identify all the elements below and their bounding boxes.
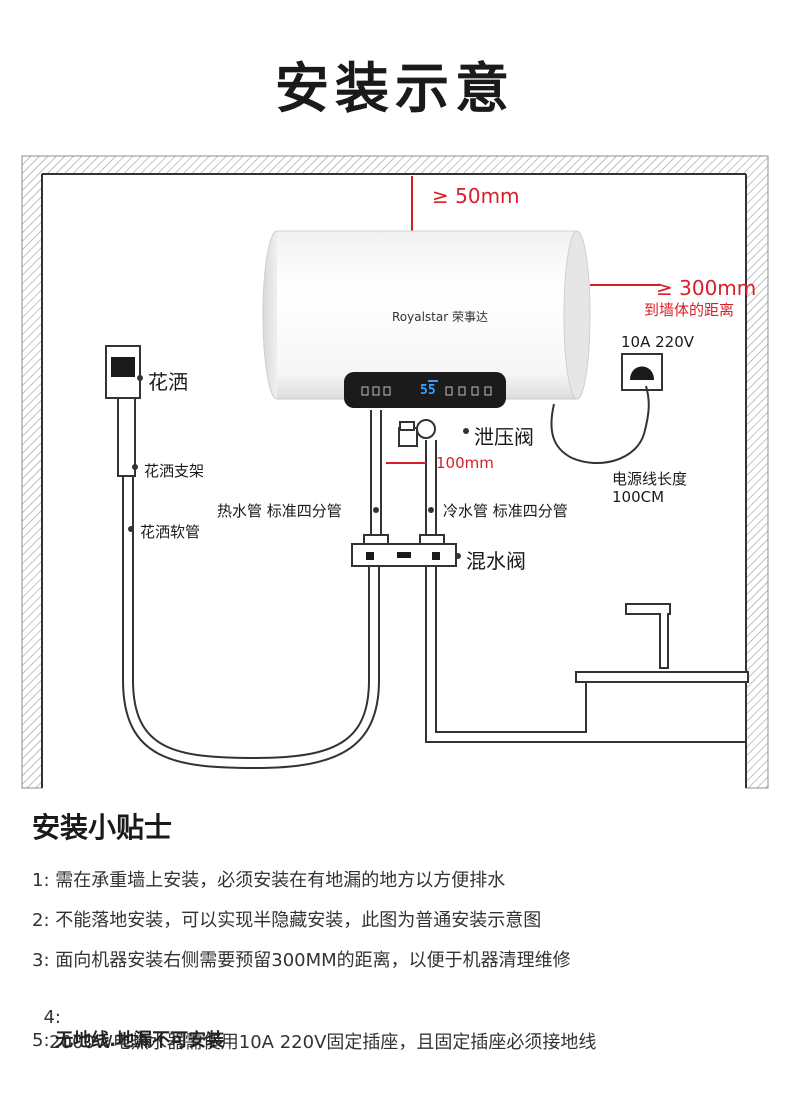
tip-text: 需在承重墙上安装，必须安装在有地漏的地方以方便排水: [55, 870, 506, 891]
side-clearance-label: ≥ 300mm: [656, 276, 757, 300]
tip-item: 4: 2000W电热水器需使用10A 220V固定插座，且固定插座必须接地线: [32, 986, 596, 1054]
control-panel: [344, 372, 506, 408]
shower-hose-label: 花洒软管: [140, 523, 201, 541]
tip-text: 不能落地安装，可以实现半隐藏安装，此图为普通安装示意图: [55, 910, 542, 931]
tip-text: 面向机器安装右侧需要预留300MM的距离，以便于机器清理维修: [55, 950, 571, 971]
tip-number: 5:: [32, 1030, 50, 1051]
pressure-relief-valve: [398, 419, 469, 447]
tip-number: 3:: [32, 950, 50, 971]
power-cord: [550, 385, 650, 465]
tip-item: 3: 面向机器安装右侧需要预留300MM的距离，以便于机器清理维修: [32, 946, 571, 972]
tip-number: 4:: [43, 1007, 61, 1028]
shower-bracket-label: 花洒支架: [144, 462, 205, 480]
cord-length-value: 100CM: [612, 488, 665, 506]
tip-number: 1:: [32, 870, 50, 891]
cold-pipe-label: 冷水管 标准四分管: [443, 502, 568, 520]
top-clearance-label: ≥ 50mm: [432, 184, 520, 208]
side-clearance-note: 到墙体的距离: [644, 301, 735, 319]
mixing-valve: [351, 543, 461, 567]
shower-label: 花洒: [148, 370, 188, 394]
power-socket: [621, 353, 663, 391]
brand-logo: Royalstar 荣事达: [392, 308, 488, 325]
shower-hose: [122, 476, 380, 770]
socket-rating-label: 10A 220V: [621, 333, 695, 351]
brand-name: Royalstar: [392, 310, 449, 324]
tips-heading: 安装小贴士: [32, 811, 173, 844]
water-heater: [262, 230, 591, 408]
cord-length-label: 电源线长度: [612, 470, 688, 488]
relief-valve-label: 泄压阀: [474, 425, 534, 449]
tip-text: 2000W电热水器需使用10A 220V固定插座，且固定插座必须接地线: [43, 1032, 597, 1053]
hot-pipe-label: 热水管 标准四分管: [217, 502, 342, 520]
installation-diagram: [21, 155, 769, 789]
pipes: [363, 410, 445, 546]
page-title: 安装示意: [275, 57, 515, 120]
mixing-valve-label: 混水阀: [466, 549, 526, 573]
tip-number: 2:: [32, 910, 50, 931]
tip-item: 2: 不能落地安装，可以实现半隐藏安装，此图为普通安装示意图: [32, 906, 541, 932]
brand-name-cn: 荣事达: [452, 310, 489, 324]
shower-bracket: [117, 397, 136, 477]
shower-assembly: [105, 345, 380, 770]
sink: [575, 603, 749, 732]
tip-item: 1: 需在承重墙上安装，必须安装在有地漏的地方以方便排水: [32, 866, 505, 892]
temperature-display: 55: [420, 383, 436, 398]
tip-item: 5: 无地线.地漏不可安装: [32, 1026, 224, 1052]
panel-buttons: [361, 386, 492, 396]
pipe-gap-label: 100mm: [436, 454, 494, 472]
wall: [21, 155, 769, 789]
faucet: [625, 603, 671, 669]
tip-text: 无地线.地漏不可安装: [55, 1030, 225, 1051]
